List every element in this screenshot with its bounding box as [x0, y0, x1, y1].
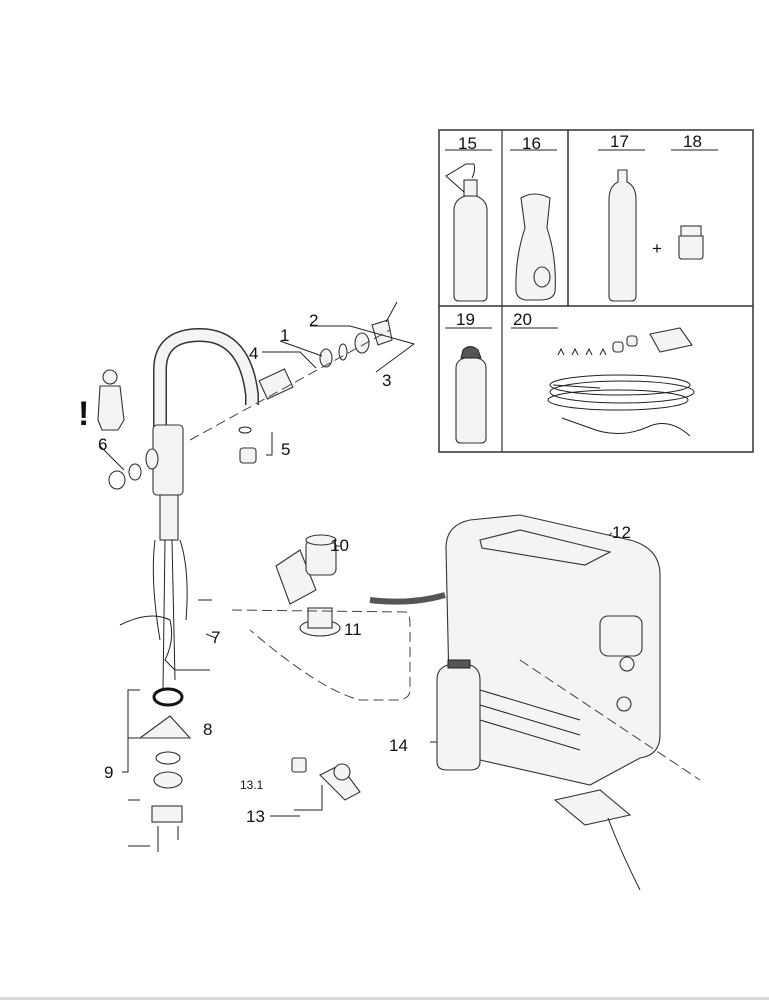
- label-8: 8: [203, 720, 212, 739]
- accessory-label-19: 19: [456, 310, 475, 329]
- label-2: 2: [309, 311, 318, 330]
- label-5: 5: [281, 440, 290, 459]
- label-7: 7: [211, 628, 220, 647]
- label-12: 12: [612, 523, 631, 542]
- installer-warning-figure: !: [78, 369, 125, 433]
- adapter-nut-drawing: [678, 225, 704, 260]
- co2-cylinder-drawing: [608, 169, 637, 302]
- label-13: 13: [246, 807, 265, 826]
- accessory-label-15: 15: [458, 134, 477, 153]
- warning-exclamation: !: [78, 395, 89, 433]
- installation-kit-drawing: [547, 327, 695, 437]
- part-labels: 1 2 3 4 5 6 7 8 9 10 11 12 13 13.1 14: [98, 311, 631, 826]
- tee-fitting-drawing: [291, 757, 361, 801]
- chiller-unit-drawing: [445, 514, 701, 891]
- label-3: 3: [382, 371, 391, 390]
- filter-bottle-drawing: [455, 346, 487, 444]
- faucet-drawing: [119, 327, 259, 691]
- pressure-reducer-drawing: [231, 534, 446, 701]
- accessory-label-16: 16: [522, 134, 541, 153]
- label-4: 4: [249, 344, 258, 363]
- co2-cylinder-with-handle-drawing: [445, 163, 488, 302]
- accessory-label-17: 17: [610, 132, 629, 151]
- label-11: 11: [344, 620, 362, 639]
- accessory-label-18: 18: [683, 132, 702, 151]
- plus-sign: +: [652, 239, 662, 258]
- accessory-label-20: 20: [513, 310, 532, 329]
- label-1: 1: [280, 326, 289, 345]
- glass-bottle-drawing: [515, 193, 556, 301]
- page-bottom-border: [0, 997, 769, 1000]
- label-13-1: 13.1: [240, 778, 264, 792]
- label-10: 10: [330, 536, 349, 555]
- label-6: 6: [98, 435, 107, 454]
- cartridge-parts-drawing: [108, 301, 398, 490]
- label-14: 14: [389, 736, 408, 755]
- label-9: 9: [104, 763, 113, 782]
- filter-cartridge-drawing: [436, 659, 481, 771]
- accessories-panel: 15 16 17 18 19 20 +: [438, 129, 754, 453]
- mounting-kit-drawing: [138, 599, 212, 852]
